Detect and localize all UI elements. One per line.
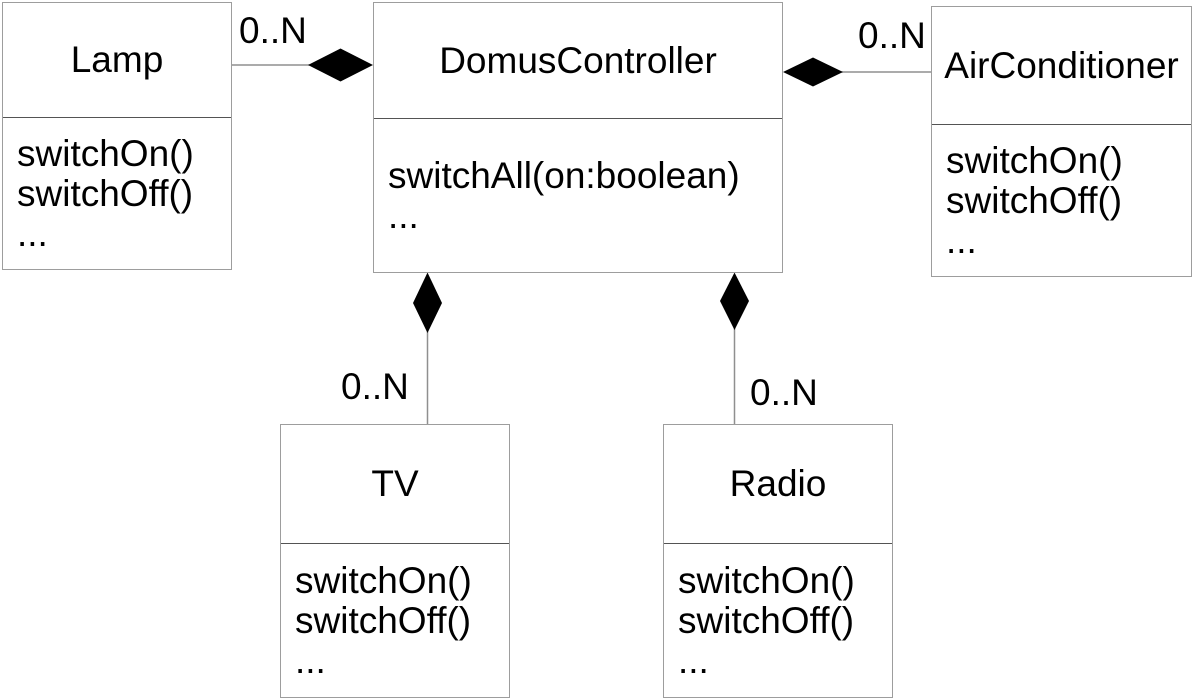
composition-diamond-icon [308,48,373,82]
method-item: switchOff() [17,172,194,214]
association-lamp-domuscontroller [232,48,373,82]
association-radio-domuscontroller [720,272,749,424]
method-item: switchOn() [946,139,1123,181]
class-box-tv[interactable]: TV switchOn() switchOff() ... [280,424,510,698]
multiplicity-label-tv: 0..N [341,366,409,407]
class-name-tv: TV [281,425,509,544]
class-airconditioner-compartments: AirConditioner switchOn() switchOff() ..… [932,7,1191,276]
composition-diamond-icon [720,272,749,330]
method-item: ... [388,194,419,236]
class-lamp-compartments: Lamp switchOn() switchOff() ... [3,3,231,269]
association-airconditioner-domuscontroller [783,57,931,87]
class-methods-radio: switchOn() switchOff() ... [664,544,892,697]
class-name-radio: Radio [664,425,892,544]
method-item: switchOn() [678,559,855,601]
class-box-lamp[interactable]: Lamp switchOn() switchOff() ... [2,2,232,270]
class-box-airconditioner[interactable]: AirConditioner switchOn() switchOff() ..… [931,6,1192,277]
class-name-domuscontroller: DomusController [374,3,782,119]
composition-diamond-icon [413,272,442,333]
method-item: ... [295,639,326,681]
class-tv-compartments: TV switchOn() switchOff() ... [281,425,509,697]
multiplicity-label-radio: 0..N [750,372,818,413]
class-box-domuscontroller[interactable]: DomusController switchAll(on:boolean) ..… [373,2,783,273]
method-item: switchOn() [295,559,472,601]
class-box-radio[interactable]: Radio switchOn() switchOff() ... [663,424,893,698]
multiplicity-label-lamp: 0..N [239,10,307,51]
method-item: switchOff() [295,599,472,641]
class-methods-airconditioner: switchOn() switchOff() ... [932,125,1191,276]
method-item: ... [678,639,709,681]
method-item: switchOff() [678,599,855,641]
composition-diamond-icon [783,57,843,87]
class-methods-tv: switchOn() switchOff() ... [281,544,509,697]
class-radio-compartments: Radio switchOn() switchOff() ... [664,425,892,697]
class-methods-lamp: switchOn() switchOff() ... [3,118,231,269]
association-tv-domuscontroller [413,272,442,424]
method-item: switchOn() [17,132,194,174]
method-item: ... [17,212,48,254]
class-name-lamp: Lamp [3,3,231,118]
class-domuscontroller-compartments: DomusController switchAll(on:boolean) ..… [374,3,782,272]
method-item: switchAll(on:boolean) [388,154,740,196]
class-methods-domuscontroller: switchAll(on:boolean) ... [374,119,782,272]
multiplicity-label-airconditioner: 0..N [858,15,926,56]
method-item: switchOff() [946,179,1123,221]
class-name-airconditioner: AirConditioner [932,7,1191,125]
method-item: ... [946,219,977,261]
